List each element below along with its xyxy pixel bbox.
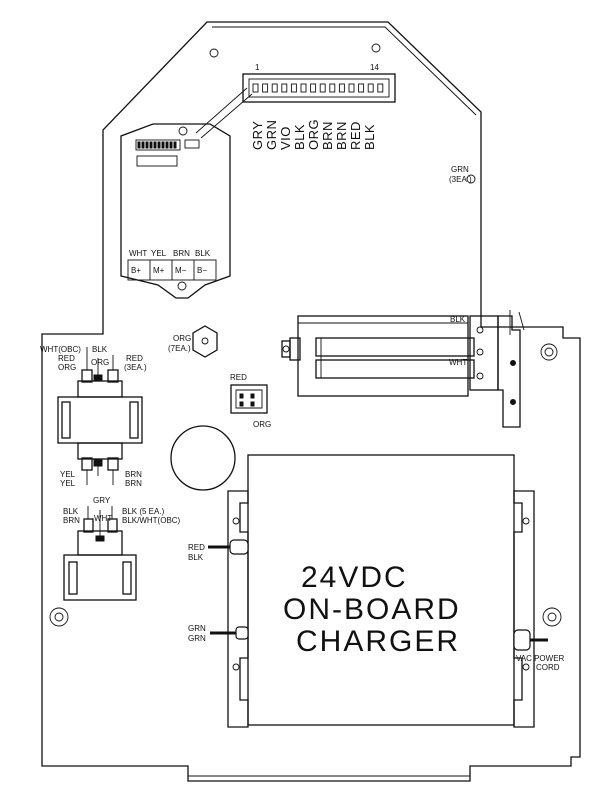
solenoid-relay-1: WHT(OBC) RED ORG BLK RED (3EA.) YEL YEL …	[40, 345, 147, 488]
motor-controller: WHT YEL BRN BLK B+ M+ M− B−	[120, 123, 231, 299]
connector-pin	[310, 83, 317, 93]
controller-header-pin	[165, 141, 169, 149]
connector-pin	[252, 83, 259, 93]
fr-switch-assembly: BLK WHT	[281, 310, 525, 428]
relay2-left-brn: BRN	[63, 516, 80, 525]
controller-header-pin	[161, 141, 165, 149]
connector-pin	[281, 83, 288, 93]
switch-blk-label: BLK	[450, 315, 466, 324]
on-board-charger: 24VDC ON-BOARD CHARGER RED BLK GRN GRN V…	[188, 454, 565, 728]
relay2-right-blk-5ea: BLK (5 EA.)	[122, 507, 165, 516]
wire-color-label: BRN	[334, 121, 349, 150]
horn	[170, 425, 236, 491]
connector-pin	[262, 83, 269, 93]
pin-label-last: 14	[370, 63, 379, 72]
charger-line-3: CHARGER	[296, 625, 460, 658]
controller-header-pin	[137, 141, 141, 149]
pin-label-first: 1	[255, 63, 260, 72]
connector-pin	[358, 83, 365, 93]
mounting-holes	[49, 43, 562, 627]
ctrl-top-label-blk: BLK	[195, 249, 211, 258]
wire-color-label: ORG	[306, 119, 321, 150]
ctrl-top-label-yel: YEL	[151, 249, 167, 258]
relay1-org-label: ORG	[91, 358, 109, 367]
charger-blk-label: BLK	[188, 553, 204, 562]
relay1-bottom-left-yel-1: YEL	[60, 470, 76, 479]
connector-pin	[300, 83, 307, 93]
relay1-bottom-right-brn-1: BRN	[125, 470, 142, 479]
wire-color-label: VIO	[278, 126, 293, 150]
connector-pin	[271, 83, 278, 93]
wire-color-label: RED	[348, 121, 363, 150]
ac-cord-label-2: CORD	[536, 663, 560, 672]
connector-pin	[319, 83, 326, 93]
charger-line-1: 24VDC	[301, 561, 408, 594]
plug-org-label: ORG	[253, 420, 271, 429]
ctrl-terminal-bplus: B+	[131, 266, 141, 275]
ctrl-top-label-brn: BRN	[173, 249, 190, 258]
relay1-left-wht-obc: WHT(OBC)	[40, 345, 81, 354]
ac-cord-label-1: VAC POWER	[516, 654, 565, 663]
charger-red-label: RED	[188, 543, 205, 552]
ctrl-terminal-mplus: M+	[153, 266, 165, 275]
controller-header-pin	[157, 141, 161, 149]
relay2-gry-label: GRY	[93, 496, 111, 505]
ctrl-terminal-bminus: B−	[197, 266, 207, 275]
relay1-bottom-left-yel-2: YEL	[60, 479, 76, 488]
charger-grn-label-2: GRN	[188, 634, 206, 643]
ctrl-terminal-mminus: M−	[175, 266, 187, 275]
controller-header-pin	[153, 141, 157, 149]
connector-14-pin: 1 14	[195, 63, 396, 139]
connector-pin	[329, 83, 336, 93]
connector-pin	[338, 83, 345, 93]
controller-header-pin	[141, 141, 145, 149]
grn-3ea-label: GRN	[451, 165, 469, 174]
controller-header-pin	[169, 141, 173, 149]
wire-color-label: BLK	[292, 124, 307, 150]
solenoid-relay-2: GRY BLK BRN WHT BLK (5 EA.) BLK/WHT(OBC)	[63, 496, 181, 601]
plug-red-label: RED	[230, 373, 247, 382]
connector-pin	[290, 83, 297, 93]
controller-header-pin	[149, 141, 153, 149]
relay2-left-blk: BLK	[63, 507, 79, 516]
connector-pin	[348, 83, 355, 93]
hex-stud: ORG (7EA.)	[168, 325, 218, 358]
relay2-right-blk-wht-obc: BLK/WHT(OBC)	[122, 516, 181, 525]
wire-color-label: BLK	[362, 124, 377, 150]
relay1-right-3ea: (3EA.)	[124, 363, 147, 372]
org-7ea-sub: (7EA.)	[168, 344, 191, 353]
relay1-left-org: ORG	[58, 363, 76, 372]
relay1-blk-label: BLK	[92, 345, 108, 354]
controller-header-pin	[173, 141, 177, 149]
wire-color-label: BRN	[320, 121, 335, 150]
wire-color-label: GRY	[250, 121, 265, 150]
wire-color-label: GRN	[264, 120, 279, 150]
connector-pin	[367, 83, 374, 93]
relay1-bottom-right-brn-2: BRN	[125, 479, 142, 488]
relay1-right-red: RED	[126, 354, 143, 363]
relay2-wht-label: WHT	[94, 514, 112, 523]
charger-grn-label-1: GRN	[188, 624, 206, 633]
small-plug: RED ORG	[230, 373, 271, 429]
switch-wht-label: WHT	[449, 358, 467, 367]
connector-pin	[377, 83, 384, 93]
relay1-left-red: RED	[58, 354, 75, 363]
org-7ea-label: ORG	[173, 334, 191, 343]
grn-3ea-sub: (3EA.)	[449, 175, 472, 184]
charger-line-2: ON-BOARD	[283, 593, 461, 626]
controller-header-pin	[145, 141, 149, 149]
ctrl-top-label-wht: WHT	[129, 249, 147, 258]
